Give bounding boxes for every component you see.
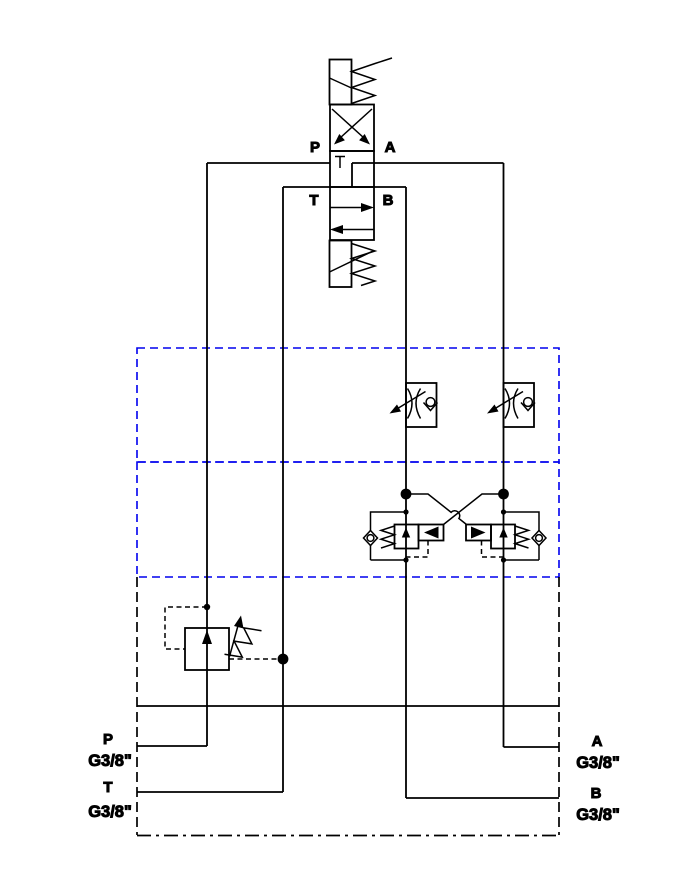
- cb-left-spring: [378, 525, 397, 549]
- cb-right-pilot-arrowhead: [471, 526, 486, 539]
- flow-control-right-check-ball: [522, 396, 534, 408]
- relief-adjust-arrow-line: [228, 621, 240, 657]
- port-b-label: B: [591, 785, 602, 802]
- spring-top: [349, 57, 393, 105]
- port-p-size: G3/8": [88, 752, 132, 770]
- directional-control-valve: P A T B: [309, 57, 396, 288]
- pilot-junction-dot-left: [400, 488, 412, 500]
- relief-spring: [224, 626, 262, 659]
- a-line: [352, 162, 559, 748]
- pilot-line-right-to-left: [443, 493, 504, 526]
- cb-right-flow-arrowhead: [499, 527, 508, 538]
- crossed-arrowhead-left: [334, 134, 345, 145]
- flow-control-left-body: [405, 382, 438, 428]
- pilot-junction-dot-right: [498, 488, 509, 500]
- flow-control-right-throttle-arcs: [504, 388, 519, 419]
- flow-control-left-check-seat: [422, 402, 439, 412]
- cb-left-bypass-line: [369, 511, 406, 561]
- p-line: [137, 162, 330, 747]
- port-a-label: A: [592, 733, 603, 750]
- cb-left-check-diamond: [362, 529, 379, 547]
- cb-right-bottom-junction-dot: [500, 557, 507, 563]
- relief-adjust-arrowhead: [234, 615, 244, 629]
- port-t-size: G3/8": [88, 803, 132, 821]
- cb-left-bottom-junction-dot: [403, 557, 409, 563]
- relief-outlet-junction-dot: [277, 653, 289, 665]
- relief-pilot-line: [164, 606, 207, 650]
- flow-control-left-check-ball: [425, 396, 436, 408]
- relief-pilot-junction-dot: [203, 603, 211, 611]
- flow-control-right-check-seat: [520, 402, 536, 412]
- section-frames: [136, 347, 560, 578]
- parallel-arrowhead-right: [361, 203, 374, 212]
- spring-box-top: [328, 58, 353, 106]
- cb-right-top-junction-dot: [500, 509, 507, 515]
- cb-right-bypass-line: [503, 511, 540, 561]
- valve-port-a-label: A: [385, 139, 396, 156]
- cb-left-pilot-arrowhead: [424, 526, 439, 539]
- pilot-line-left-to-right: [406, 493, 467, 526]
- counterbalance-valve-right: [465, 509, 548, 563]
- crossed-arrowhead-right: [359, 134, 370, 145]
- spring-box-bottom: [328, 239, 353, 288]
- schematic-linework: P A T B: [88, 57, 621, 837]
- valve-port-t-label: T: [309, 192, 318, 209]
- flow-control-left-throttle-arcs: [406, 388, 422, 419]
- cb-right-spring: [512, 525, 531, 549]
- counterbalance-valve-left: [362, 509, 445, 563]
- spring-box-top-diagonal: [329, 77, 352, 89]
- cb-left-check-ball: [366, 533, 375, 543]
- manifold-border: [136, 577, 560, 837]
- flow-control-left-adjust-arrowhead: [389, 404, 401, 414]
- port-a-size: G3/8": [576, 754, 620, 772]
- relief-valve: [164, 603, 289, 671]
- cb-left-pilot-box: [417, 523, 445, 542]
- pilot-cross-lines: [400, 488, 509, 526]
- cb-right-check-diamond: [530, 529, 548, 547]
- position-parallel-box: [329, 186, 375, 241]
- flow-control-right-adjust-arrowhead: [487, 404, 499, 414]
- center-blocked-port-symbol: [335, 155, 345, 168]
- valve-port-p-label: P: [310, 139, 320, 156]
- port-p-label: P: [103, 731, 113, 748]
- flow-control-right-adjust-arrow-line: [493, 390, 524, 411]
- flow-control-valve-right: [487, 382, 536, 428]
- counterbalance-section-frame: [136, 461, 560, 578]
- flow-control-right-body: [502, 382, 535, 428]
- port-b-size: G3/8": [576, 806, 620, 824]
- parallel-arrowhead-left: [330, 225, 343, 234]
- port-t-label: T: [103, 779, 112, 796]
- cb-left-flow-arrowhead: [401, 527, 411, 538]
- crossed-arrow-line-2: [339, 108, 373, 139]
- t-line: [137, 186, 330, 793]
- cb-right-check-ball: [534, 533, 544, 543]
- port-labels: P G3/8" T G3/8" A G3/8" B G3/8": [88, 731, 621, 825]
- cb-left-top-junction-dot: [403, 509, 409, 515]
- flow-control-valve-left: [389, 382, 439, 428]
- relief-flow-arrowhead: [202, 630, 212, 644]
- cb-right-pilot-box: [465, 523, 492, 542]
- flow-control-left-adjust-arrow-line: [395, 390, 426, 411]
- flow-control-section-frame: [136, 347, 560, 463]
- valve-port-b-label: B: [383, 192, 394, 209]
- crossed-arrow-line-1: [331, 108, 365, 139]
- spring-bottom: [349, 242, 378, 287]
